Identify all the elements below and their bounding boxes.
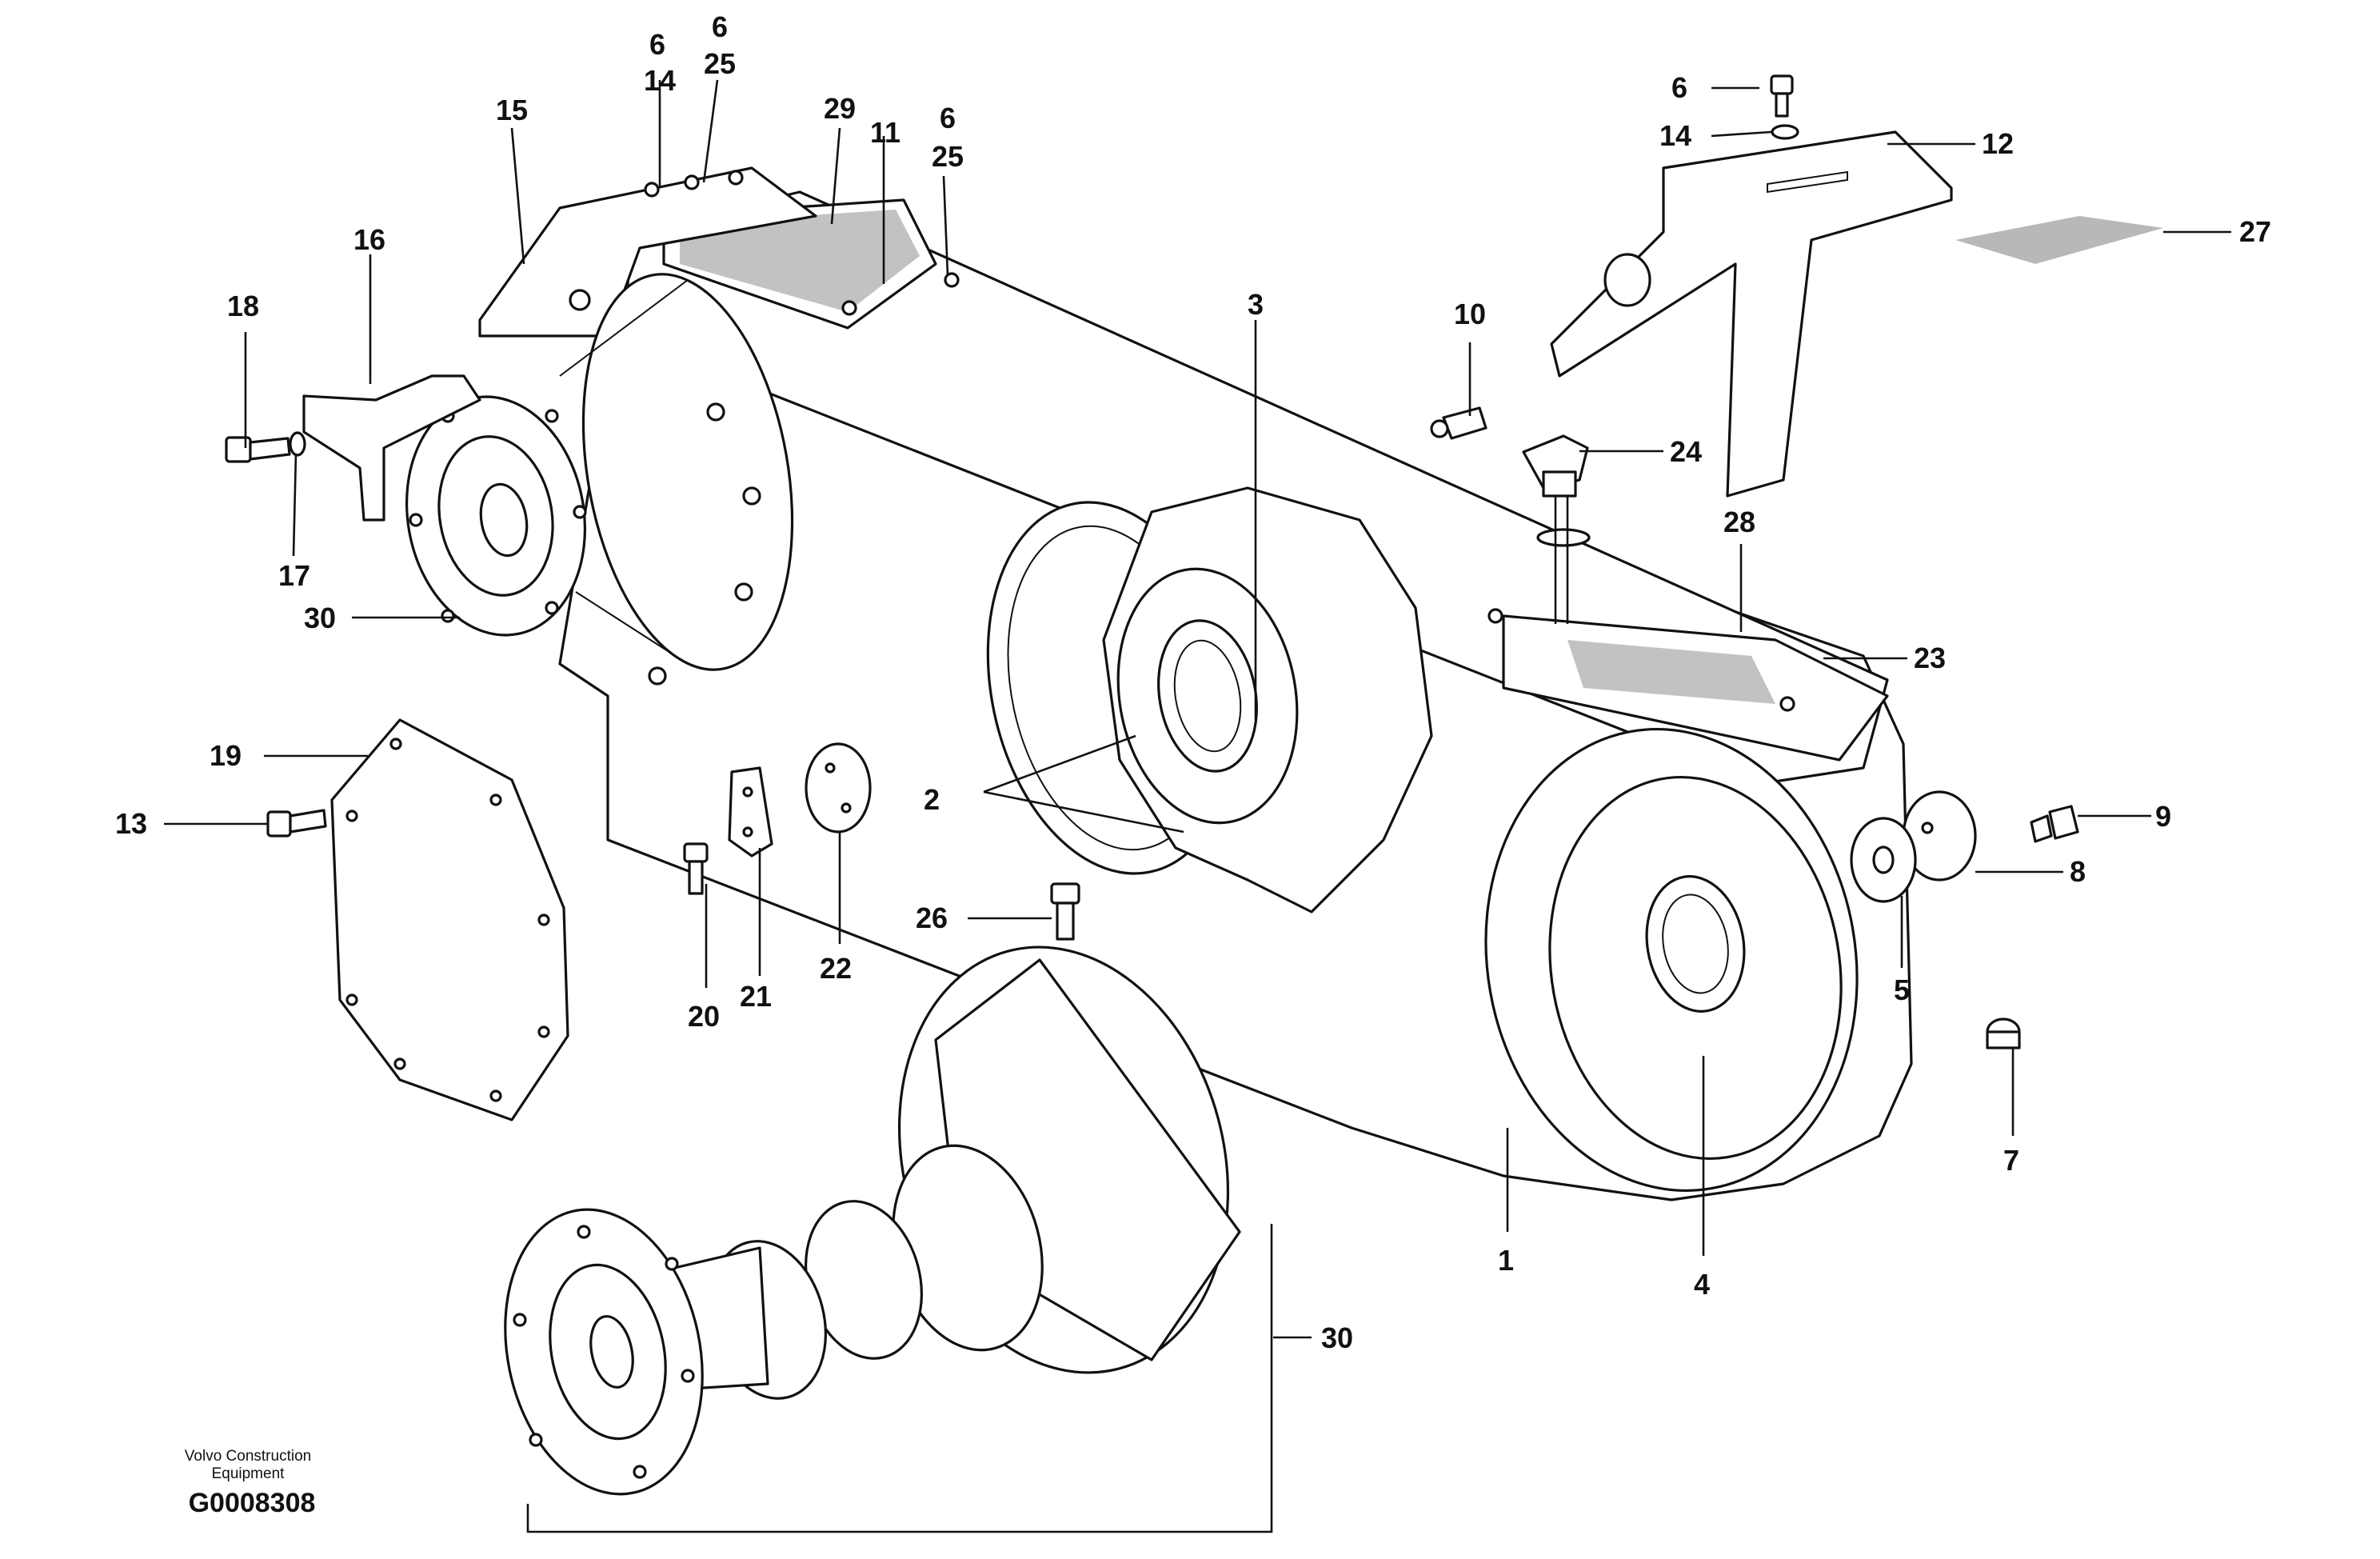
callout-8: 8 xyxy=(2070,855,2086,888)
washer-14-upper xyxy=(1771,124,1799,140)
bolt-26 xyxy=(1050,882,1080,941)
bolt-9 xyxy=(2030,805,2079,843)
bolt-18 xyxy=(225,436,291,463)
callout-24: 24 xyxy=(1670,435,1702,468)
callout-19: 19 xyxy=(210,739,242,772)
callout-11: 11 xyxy=(870,116,900,149)
callout-4: 4 xyxy=(1694,1268,1710,1301)
dipstick-24 xyxy=(1522,434,1591,624)
callout-22: 22 xyxy=(820,952,852,985)
callout-28: 28 xyxy=(1723,506,1755,538)
chain-sprocket-3 xyxy=(1102,486,1433,913)
breather-10 xyxy=(1430,406,1488,440)
plug-7 xyxy=(1986,1017,2021,1049)
callout-26: 26 xyxy=(916,901,948,934)
bolt-13 xyxy=(266,809,327,837)
lever-16 xyxy=(302,374,481,522)
callout-13: 13 xyxy=(115,807,147,840)
callout-2: 2 xyxy=(924,783,940,816)
plug-22 xyxy=(805,742,872,833)
callout-17: 17 xyxy=(278,559,310,592)
callout-30: 30 xyxy=(304,602,336,634)
left-flange xyxy=(405,395,587,637)
bolt-20 xyxy=(683,842,709,895)
callout-6: 6 xyxy=(940,102,956,134)
callout-25: 25 xyxy=(704,47,736,80)
callout-10: 10 xyxy=(1454,298,1486,330)
cover-19 xyxy=(330,718,569,1121)
callout-21: 21 xyxy=(740,980,772,1013)
callout-18: 18 xyxy=(227,290,259,322)
final-drive-assembly-30 xyxy=(504,945,1241,1496)
left-final-drive-hub xyxy=(559,273,794,686)
callout-14: 14 xyxy=(644,64,676,97)
callout-9: 9 xyxy=(2155,800,2171,833)
washer-5 xyxy=(1850,817,1917,903)
callout-15: 15 xyxy=(496,94,528,126)
callout-23: 23 xyxy=(1914,642,1946,674)
callout-25: 25 xyxy=(932,140,964,173)
callout-29: 29 xyxy=(824,92,856,125)
plate-21 xyxy=(728,766,773,857)
callout-6: 6 xyxy=(712,10,728,43)
callout-7: 7 xyxy=(2003,1144,2019,1177)
washer-17 xyxy=(289,431,306,457)
callout-16: 16 xyxy=(353,223,385,256)
callout-6: 6 xyxy=(649,28,665,61)
leader-lines xyxy=(164,79,2231,1339)
bolt-6-upper xyxy=(1770,74,1794,118)
credit-company-line1: Volvo Construction xyxy=(184,1448,312,1465)
callout-27: 27 xyxy=(2239,215,2271,248)
credit-company-line2: Equipment xyxy=(211,1465,285,1482)
right-sprocket-4 xyxy=(1484,728,1859,1192)
callout-12: 12 xyxy=(1982,127,2014,160)
drawing-number: G0008308 xyxy=(188,1488,316,1518)
decal-27 xyxy=(1955,216,2163,264)
cover-12 xyxy=(1550,130,1953,498)
top-plate-23 xyxy=(1488,608,1889,762)
callout-5: 5 xyxy=(1894,973,1910,1006)
callout-14: 14 xyxy=(1659,119,1691,152)
callout-20: 20 xyxy=(688,1000,720,1033)
callout-labels: 6 14 6 25 15 29 11 6 25 16 18 17 30 3 10… xyxy=(115,10,2271,1354)
callout-6: 6 xyxy=(1671,71,1687,104)
callout-1: 1 xyxy=(1498,1244,1514,1277)
callout-30: 30 xyxy=(1321,1321,1353,1354)
callout-3: 3 xyxy=(1248,288,1264,321)
